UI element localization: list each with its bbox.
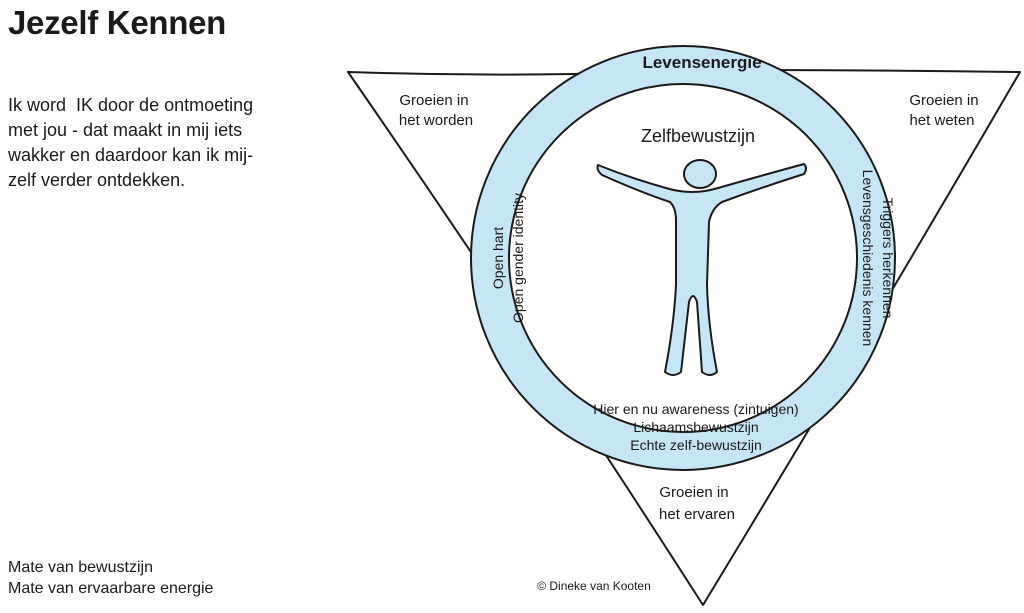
left-ring-line-gender: Open gender identity [510,193,526,323]
legend-text: Mate van bewustzijn Mate van ervaarbare … [8,557,213,599]
intro-line: Ik word IK door de ontmoeting [8,95,254,115]
page-title: Jezelf Kennen [8,4,226,41]
left-ring-line-open-hart: Open hart [490,227,506,289]
figure-body [596,163,807,376]
levensenergie-label: Levensenergie [642,53,761,72]
right-ring-line-levensgeschiedenis: Levensgeschiedenis kennen [860,170,876,347]
corner-bottom-line1: Groeien in [659,484,728,501]
copyright-notice: © Dineke van Kooten [537,579,651,593]
bottom-ring-line-zelf: Echte zelf-bewustzijn [630,437,762,453]
right-ring-line-triggers: Triggers herkennen [880,198,896,319]
figure-head [683,159,717,189]
bottom-ring-line-lichaam: Lichaamsbewustzijn [633,419,758,435]
corner-top-right-line2: het weten [909,112,974,129]
corner-top-right-line1: Groeien in [909,92,978,109]
bottom-ring-line-awareness: Hier en nu awareness (zintuigen) [593,401,798,417]
intro-line: zelf verder ontdekken. [8,170,186,190]
human-figure-icon [596,159,807,376]
corner-bottom-line2: het ervaren [659,506,735,523]
corner-top-left-line1: Groeien in [399,92,468,109]
intro-paragraph: Ik word IK door de ontmoeting met jou - … [8,93,328,193]
intro-line: wakker en daardoor kan ik mij- [8,145,254,165]
intro-line: met jou - dat maakt in mij iets [8,120,243,140]
legend-line-energie: Mate van ervaarbare energie [8,580,214,597]
zelfbewustzijn-label: Zelfbewustzijn [641,126,755,146]
corner-top-left-line2: het worden [399,112,473,129]
legend-line-bewustzijn: Mate van bewustzijn [8,559,153,576]
